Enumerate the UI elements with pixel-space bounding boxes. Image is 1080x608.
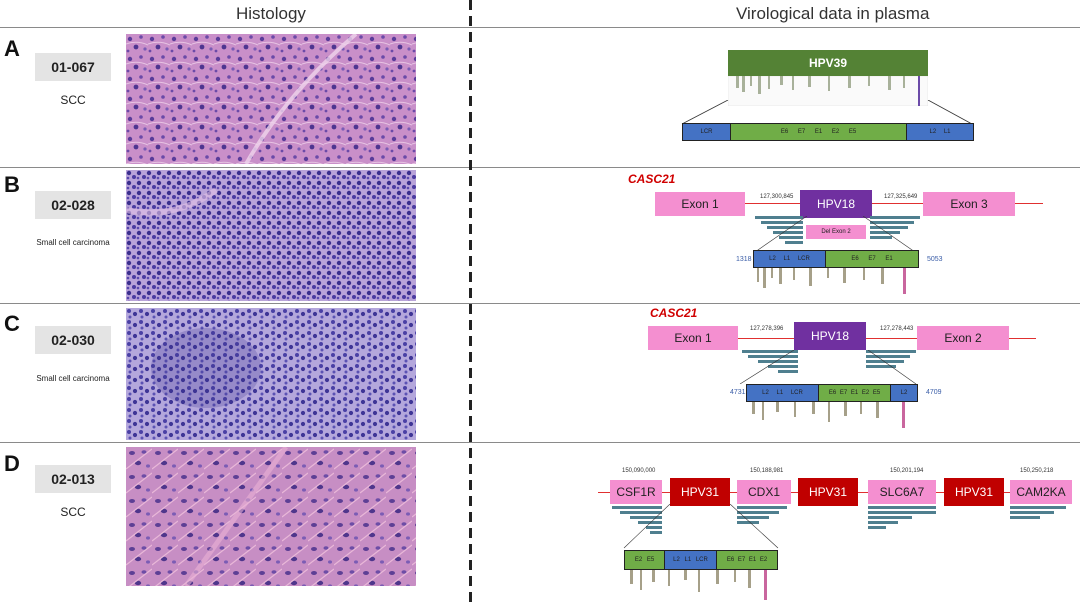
deletion-label-b: Del Exon 2 [806,225,866,239]
coord-csf1r-d: 150,090,000 [622,468,656,474]
segment-late-c: L2 L1 LCR [747,385,819,401]
sample-id-c: 02-030 [35,326,111,354]
segment-late-a: L2 L1 [907,124,973,140]
segment-early-d: E6 E7 E1 E2 [717,551,777,569]
diagnosis-d: SCC [60,505,86,519]
histology-image-a [126,34,416,164]
panel-letter-a: A [4,36,20,61]
virus-label-c: HPV18 [794,322,866,350]
segment-e2e5-d: E2 E5 [625,551,665,569]
virus-label-b: HPV18 [800,190,872,218]
coord-left-c: 127,278,396 [750,326,784,332]
column-divider [469,0,472,608]
exon-right-b: Exon 3 [923,192,1015,216]
coord-cdx1-d: 150,188,981 [750,468,784,474]
histology-image-d [126,447,416,586]
gene-slc6a7-d: SLC6A7 [868,480,936,504]
segment-early-a: E6 E7 E1 E2 E5 [731,124,907,140]
diagnosis-c: Small cell carcinoma [36,374,110,383]
row-divider-b [0,303,1080,304]
diagram-b: CASC21 Exon 1 127,300,845 HPV18 127,325,… [480,170,1080,303]
gene-cdx1-d: CDX1 [737,480,791,504]
coverage-plot-a [728,76,928,106]
gene-name-b: CASC21 [628,172,676,186]
coord-cam2ka-d: 150,250,218 [1020,468,1054,474]
coverage-plot-c [752,402,905,428]
panel-letter-b: B [4,172,20,197]
histology-image-c [126,308,416,440]
coord-left-b: 127,300,845 [760,194,794,200]
diagram-d: 150,090,000 150,188,981 150,201,194 150,… [590,464,1080,608]
coord-right-c: 127,278,443 [880,326,914,332]
zoom-lines-a [681,100,973,125]
reads-d [612,504,1066,549]
header-divider [0,27,1080,28]
gene-csf1r-d: CSF1R [610,480,662,504]
sample-id-a: 01-067 [35,53,111,81]
row-divider-c [0,442,1080,443]
virology-header: Virological data in plasma [736,4,930,23]
reads-b [754,216,920,252]
break-right-c: 4709 [926,389,942,396]
sample-id-b: 02-028 [35,191,111,219]
break-right-b: 5053 [927,256,943,263]
virus-label-d3: HPV31 [944,478,1004,506]
segment-l2-c: L2 [891,385,917,401]
gene-cam2ka-d: CAM2KA [1010,480,1072,504]
segment-late-d: L2 L1 LCR [665,551,717,569]
coord-slc6a7-d: 150,201,194 [890,468,924,474]
exon-left-b: Exon 1 [655,192,745,216]
virus-label-d2: HPV31 [798,478,858,506]
genome-map-a: LCR E6 E7 E1 E2 E5 L2 L1 [682,123,974,141]
exon-left-c: Exon 1 [648,326,738,350]
panel-letter-d: D [4,451,20,476]
genome-map-b: L2 L1 LCR E6 E7 E1 [753,250,919,268]
segment-lcr-a: LCR [683,124,731,140]
coverage-plot-d [630,570,767,600]
genome-map-c: L2 L1 LCR E6 E7 E1 E2 E5 L2 [746,384,918,402]
histology-image-b [126,170,416,301]
gene-name-c: CASC21 [650,306,698,320]
virus-label-d1: HPV31 [670,478,730,506]
segment-early-c: E6 E7 E1 E2 E5 [819,385,891,401]
row-divider-a [0,167,1080,168]
exon-right-c: Exon 2 [917,326,1009,350]
segment-late-b: L2 L1 LCR [754,251,826,267]
diagnosis-a: SCC [60,93,86,107]
coverage-plot-b [757,268,906,294]
segment-early-b: E6 E7 E1 [826,251,918,267]
sample-id-d: 02-013 [35,465,111,493]
diagram-c: CASC21 Exon 1 127,278,396 HPV18 127,278,… [480,306,1080,442]
virus-label-a: HPV39 [728,50,928,76]
histology-header: Histology [236,4,306,23]
diagram-a: HPV39 LCR E6 E7 E1 E2 E5 L2 L1 [480,40,1080,165]
panel-letter-c: C [4,311,20,336]
break-left-c: 4731 [730,389,746,396]
break-left-b: 1318 [736,256,752,263]
diagnosis-b: Small cell carcinoma [36,238,110,247]
coord-right-b: 127,325,649 [884,194,918,200]
genome-map-d: E2 E5 L2 L1 LCR E6 E7 E1 E2 [624,550,778,570]
reads-c [739,350,917,384]
